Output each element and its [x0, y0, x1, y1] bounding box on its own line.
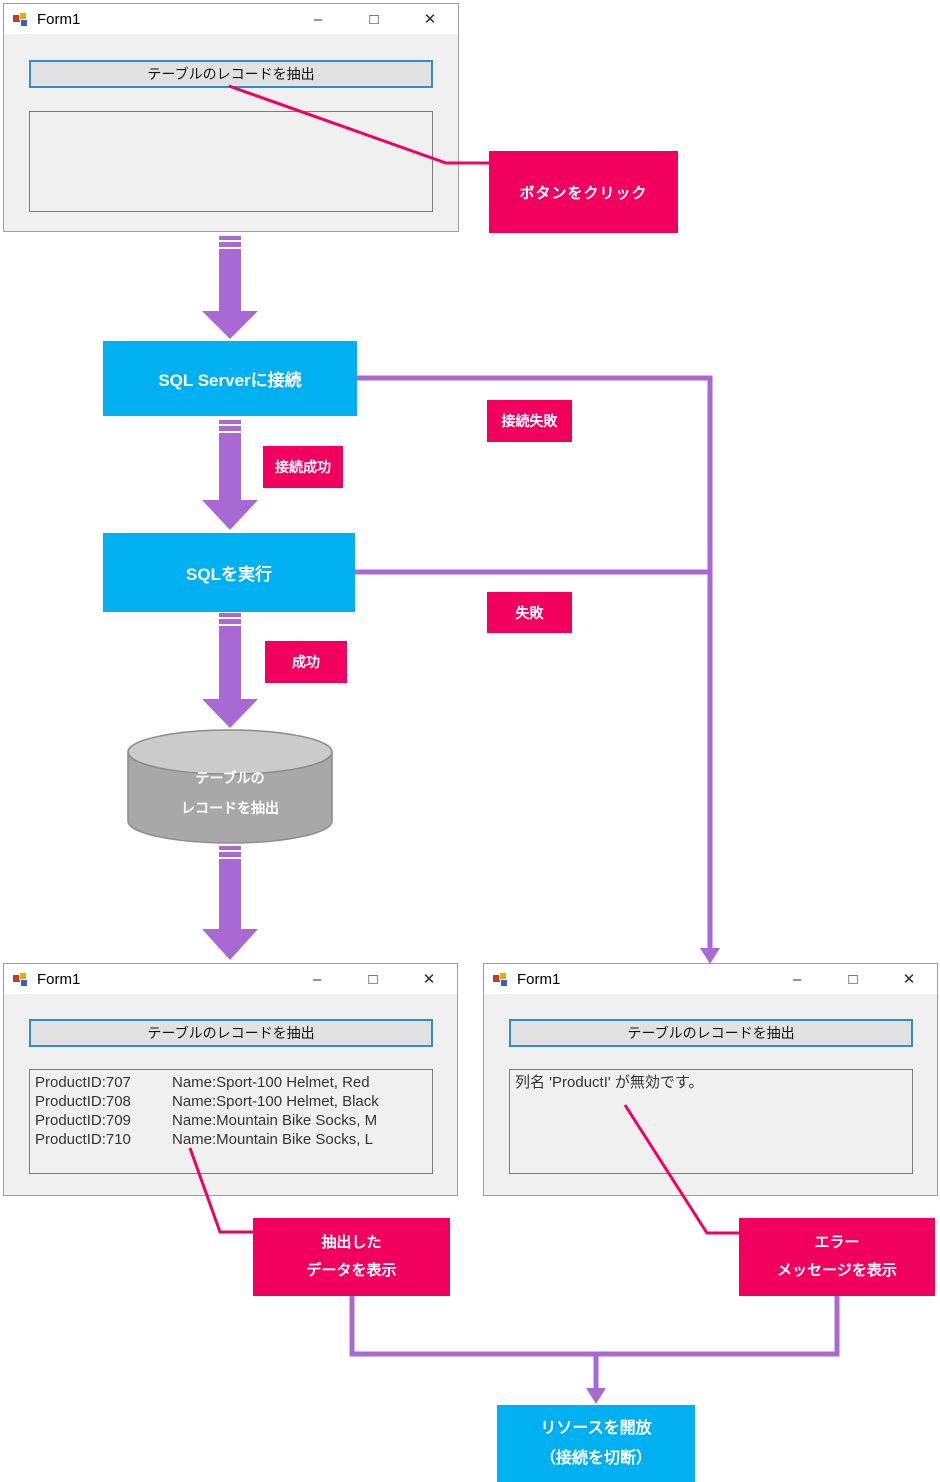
form-result: Form1 – □ ✕ テーブルのレコードを抽出 ProductID:707 N… [3, 963, 458, 1196]
callout-connect-fail: 接続失敗 [487, 400, 572, 442]
product-name: Name:Sport-100 Helmet, Red [172, 1074, 370, 1091]
callout-fail: 失敗 [487, 592, 572, 633]
error-message: 列名 'ProductI' が無効です。 [515, 1074, 704, 1091]
maximize-icon[interactable]: □ [848, 970, 858, 988]
app-icon [13, 11, 29, 27]
close-icon[interactable]: ✕ [423, 11, 437, 28]
callout-label-line2: データを表示 [306, 1262, 397, 1279]
product-id: ProductID:709 [35, 1112, 131, 1129]
step-label: SQL Serverに接続 [158, 371, 302, 390]
step-label-line1: リソースを開放 [540, 1419, 652, 1437]
error-listbox[interactable]: 列名 'ProductI' が無効です。 [509, 1069, 913, 1174]
callout-label-line2: メッセージを表示 [777, 1262, 897, 1279]
database-cylinder [127, 729, 333, 844]
product-id: ProductID:708 [35, 1093, 131, 1110]
form-result-titlebar[interactable]: Form1 – □ ✕ [4, 964, 457, 994]
callout-label-line1: エラー [814, 1234, 860, 1251]
maximize-icon[interactable]: □ [368, 970, 378, 988]
form-initial: Form1 – □ ✕ テーブルのレコードを抽出 [3, 3, 459, 232]
product-name: Name:Sport-100 Helmet, Black [172, 1093, 379, 1110]
list-item[interactable]: ProductID:710 Name:Mountain Bike Socks, … [35, 1130, 427, 1149]
flow-arrow-connect-to-execute [202, 420, 258, 530]
db-label-line1: テーブルの [195, 770, 265, 786]
flow-arrow-db-to-result [202, 846, 258, 960]
callout-show-error: エラー メッセージを表示 [739, 1218, 935, 1296]
callout-click-button: ボタンをクリック [489, 151, 678, 233]
window-title: Form1 [517, 970, 561, 988]
step-execute-sql: SQLを実行 [103, 533, 355, 612]
callout-success: 成功 [265, 641, 347, 683]
list-item[interactable]: ProductID:708 Name:Sport-100 Helmet, Bla… [35, 1092, 427, 1111]
release-merge-connector [349, 1296, 840, 1390]
product-name: Name:Mountain Bike Socks, M [172, 1112, 378, 1129]
step-connect-sql-server: SQL Serverに接続 [103, 341, 357, 416]
result-listbox[interactable]: ProductID:707 Name:Sport-100 Helmet, Red… [29, 1069, 433, 1174]
minimize-icon[interactable]: – [792, 970, 802, 988]
step-release-resources: リソースを開放 （接続を切断） [497, 1405, 695, 1482]
extract-records-button[interactable]: テーブルのレコードを抽出 [29, 1019, 433, 1047]
callout-label: ボタンをクリック [519, 184, 648, 202]
extract-records-button[interactable]: テーブルのレコードを抽出 [509, 1019, 913, 1047]
db-label-line2: レコードを抽出 [181, 800, 279, 816]
callout-label: 失敗 [515, 604, 544, 621]
release-arrowhead-icon [586, 1388, 606, 1404]
flow-arrow-execute-to-db [202, 613, 258, 728]
callout-label: 接続失敗 [501, 413, 558, 429]
callout-connect-success: 接続成功 [263, 446, 343, 488]
product-id: ProductID:707 [35, 1074, 131, 1091]
minimize-icon[interactable]: – [312, 970, 322, 988]
extract-records-button[interactable]: テーブルのレコードを抽出 [29, 60, 433, 88]
window-title: Form1 [37, 10, 81, 28]
maximize-icon[interactable]: □ [369, 10, 379, 28]
product-id: ProductID:710 [35, 1131, 131, 1148]
callout-label-line1: 抽出した [321, 1234, 382, 1251]
product-name: Name:Mountain Bike Socks, L [172, 1131, 373, 1148]
list-item[interactable]: ProductID:709 Name:Mountain Bike Socks, … [35, 1111, 427, 1130]
callout-show-data: 抽出した データを表示 [253, 1218, 450, 1296]
close-icon[interactable]: ✕ [902, 971, 916, 988]
form-error: Form1 – □ ✕ テーブルのレコードを抽出 列名 'ProductI' が… [483, 963, 938, 1196]
app-icon [13, 971, 29, 987]
failure-path-connector [355, 375, 713, 950]
result-listbox-empty[interactable] [29, 111, 433, 212]
step-label-line2: （接続を切断） [539, 1449, 652, 1467]
form-initial-titlebar[interactable]: Form1 – □ ✕ [4, 4, 458, 34]
flow-arrow-form-to-connect [202, 236, 258, 339]
callout-label: 接続成功 [275, 459, 331, 475]
app-icon [493, 971, 509, 987]
form-error-titlebar[interactable]: Form1 – □ ✕ [484, 964, 937, 994]
close-icon[interactable]: ✕ [422, 971, 436, 988]
failure-path-arrowhead-icon [700, 948, 720, 964]
window-title: Form1 [37, 970, 81, 988]
list-item[interactable]: ProductID:707 Name:Sport-100 Helmet, Red [35, 1073, 427, 1092]
callout-label: 成功 [292, 654, 320, 670]
minimize-icon[interactable]: – [313, 10, 323, 28]
database-step-label: テーブルの レコードを抽出 [128, 763, 332, 823]
step-label: SQLを実行 [186, 565, 272, 584]
